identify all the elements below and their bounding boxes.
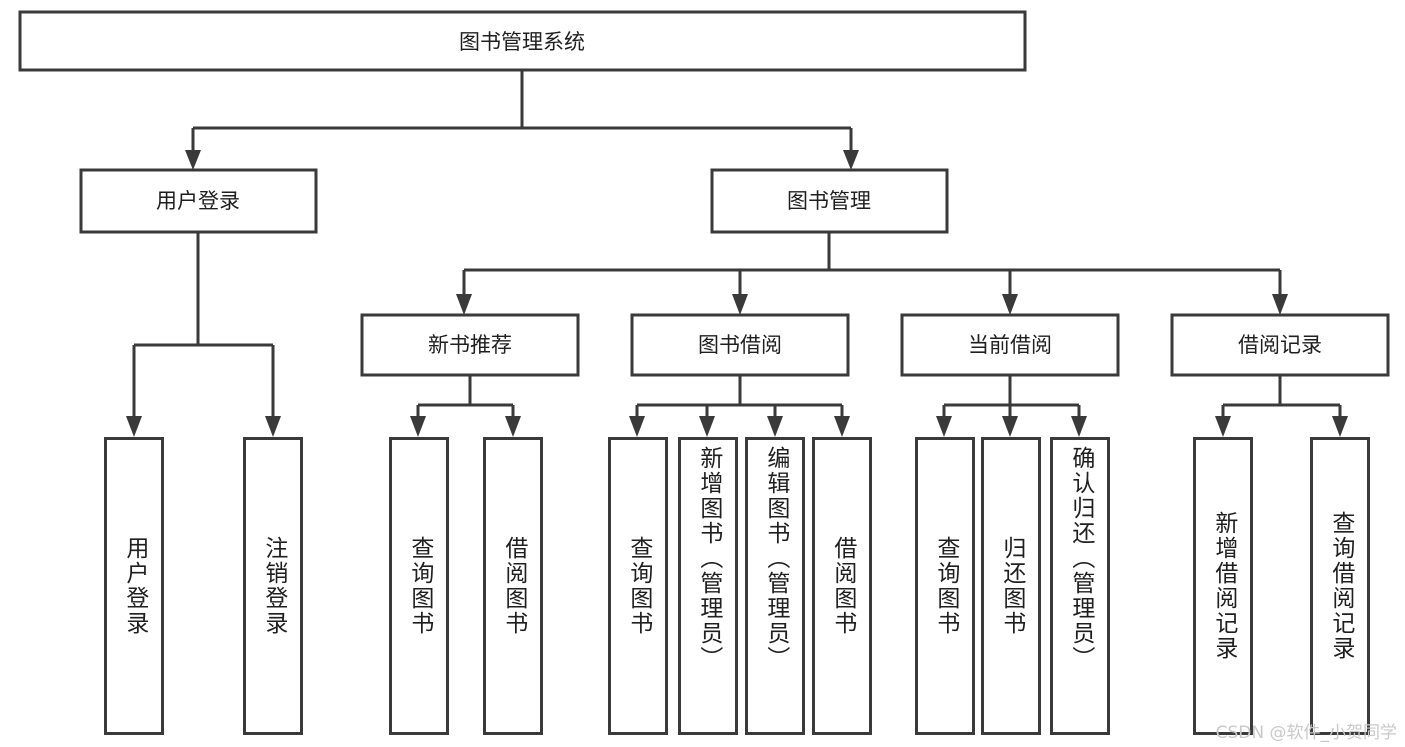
node-borrow-record[interactable]: 借阅记录	[1170, 313, 1390, 377]
node-book-borrow-label: 图书借阅	[698, 333, 782, 357]
arrow-head-icon	[410, 416, 426, 437]
connector-group-current-borrow	[936, 375, 1087, 437]
node-book-borrow-rect	[630, 313, 850, 377]
node-user-login-label: 用户登录	[156, 189, 240, 213]
leaf-node-label: 注销登录	[260, 536, 287, 636]
leaf-node-add-borrow-record[interactable]: 新增借阅记录	[1193, 437, 1253, 735]
node-book-borrow[interactable]: 图书借阅	[630, 313, 850, 377]
node-root-rect	[18, 10, 1027, 72]
leaf-node-user-login[interactable]: 用户登录	[104, 437, 164, 735]
node-user-login[interactable]: 用户登录	[79, 168, 318, 234]
node-current-borrow[interactable]: 当前借阅	[900, 313, 1120, 377]
arrow-head-icon	[1332, 416, 1348, 437]
arrow-head-icon	[629, 416, 645, 437]
leaf-node-label: 新增图书（管理员）	[695, 446, 722, 671]
leaf-node-query-borrow-record[interactable]: 查询借阅记录	[1310, 437, 1370, 735]
node-root-label: 图书管理系统	[459, 30, 585, 54]
arrow-head-icon	[834, 416, 850, 437]
connector-group-borrow-record	[1215, 375, 1348, 437]
arrow-head-icon	[1272, 294, 1288, 315]
leaf-node-query-book-a[interactable]: 查询图书	[389, 437, 449, 735]
node-current-borrow-rect	[900, 313, 1120, 377]
node-new-book-recommend[interactable]: 新书推荐	[360, 313, 580, 377]
leaf-node-borrow-book-a[interactable]: 借阅图书	[483, 437, 543, 735]
arrow-head-icon	[505, 416, 521, 437]
leaf-node-label: 确认归还（管理员）	[1067, 446, 1094, 671]
leaf-node-label: 查询图书	[406, 536, 433, 636]
leaf-node-query-book-b[interactable]: 查询图书	[608, 437, 668, 735]
arrow-head-icon	[732, 294, 748, 315]
node-new-book-recommend-rect	[360, 313, 580, 377]
leaf-node-edit-book-admin[interactable]: 编辑图书（管理员）	[745, 437, 805, 735]
node-book-management-label: 图书管理	[787, 189, 871, 213]
connector-group-book-mgmt	[456, 232, 1288, 315]
leaf-node-borrow-book-b[interactable]: 借阅图书	[812, 437, 872, 735]
leaf-node-confirm-return-admin[interactable]: 确认归还（管理员）	[1050, 437, 1110, 735]
leaf-node-query-book-c[interactable]: 查询图书	[915, 437, 975, 735]
node-borrow-record-rect	[1170, 313, 1390, 377]
arrow-head-icon	[1002, 416, 1018, 437]
leaf-node-label: 借阅图书	[829, 536, 856, 636]
node-new-book-recommend-label: 新书推荐	[428, 333, 512, 357]
leaf-node-label: 新增借阅记录	[1210, 511, 1237, 661]
node-borrow-record-label: 借阅记录	[1238, 333, 1322, 357]
node-root[interactable]: 图书管理系统	[18, 10, 1027, 72]
arrow-head-icon	[936, 416, 952, 437]
leaf-node-label: 查询图书	[625, 536, 652, 636]
arrow-head-icon	[1071, 416, 1087, 437]
leaf-node-label: 查询图书	[932, 536, 959, 636]
arrow-head-icon	[767, 416, 783, 437]
leaf-node-label: 编辑图书（管理员）	[762, 446, 789, 671]
leaf-node-label: 归还图书	[998, 536, 1025, 636]
leaf-node-logout[interactable]: 注销登录	[243, 437, 303, 735]
leaf-node-label: 借阅图书	[500, 536, 527, 636]
connector-group-new-book	[410, 375, 521, 437]
connector-group-borrow	[629, 375, 850, 437]
node-book-management-rect	[710, 168, 949, 234]
node-user-login-rect	[79, 168, 318, 234]
arrow-head-icon	[265, 416, 281, 437]
connector-group-root	[185, 70, 859, 170]
leaf-node-add-book-admin[interactable]: 新增图书（管理员）	[678, 437, 738, 735]
node-book-management[interactable]: 图书管理	[710, 168, 949, 234]
node-current-borrow-label: 当前借阅	[968, 333, 1052, 357]
arrow-head-icon	[456, 294, 472, 315]
leaf-node-label: 用户登录	[121, 536, 148, 636]
arrow-head-icon	[185, 150, 201, 170]
arrow-head-icon	[699, 416, 715, 437]
arrow-head-icon	[1215, 416, 1231, 437]
arrow-head-icon	[1002, 294, 1018, 315]
arrow-head-icon	[843, 150, 859, 170]
connector-group-user-login	[126, 232, 281, 437]
leaf-node-label: 查询借阅记录	[1327, 511, 1354, 661]
leaf-node-return-book[interactable]: 归还图书	[981, 437, 1041, 735]
arrow-head-icon	[126, 416, 142, 437]
